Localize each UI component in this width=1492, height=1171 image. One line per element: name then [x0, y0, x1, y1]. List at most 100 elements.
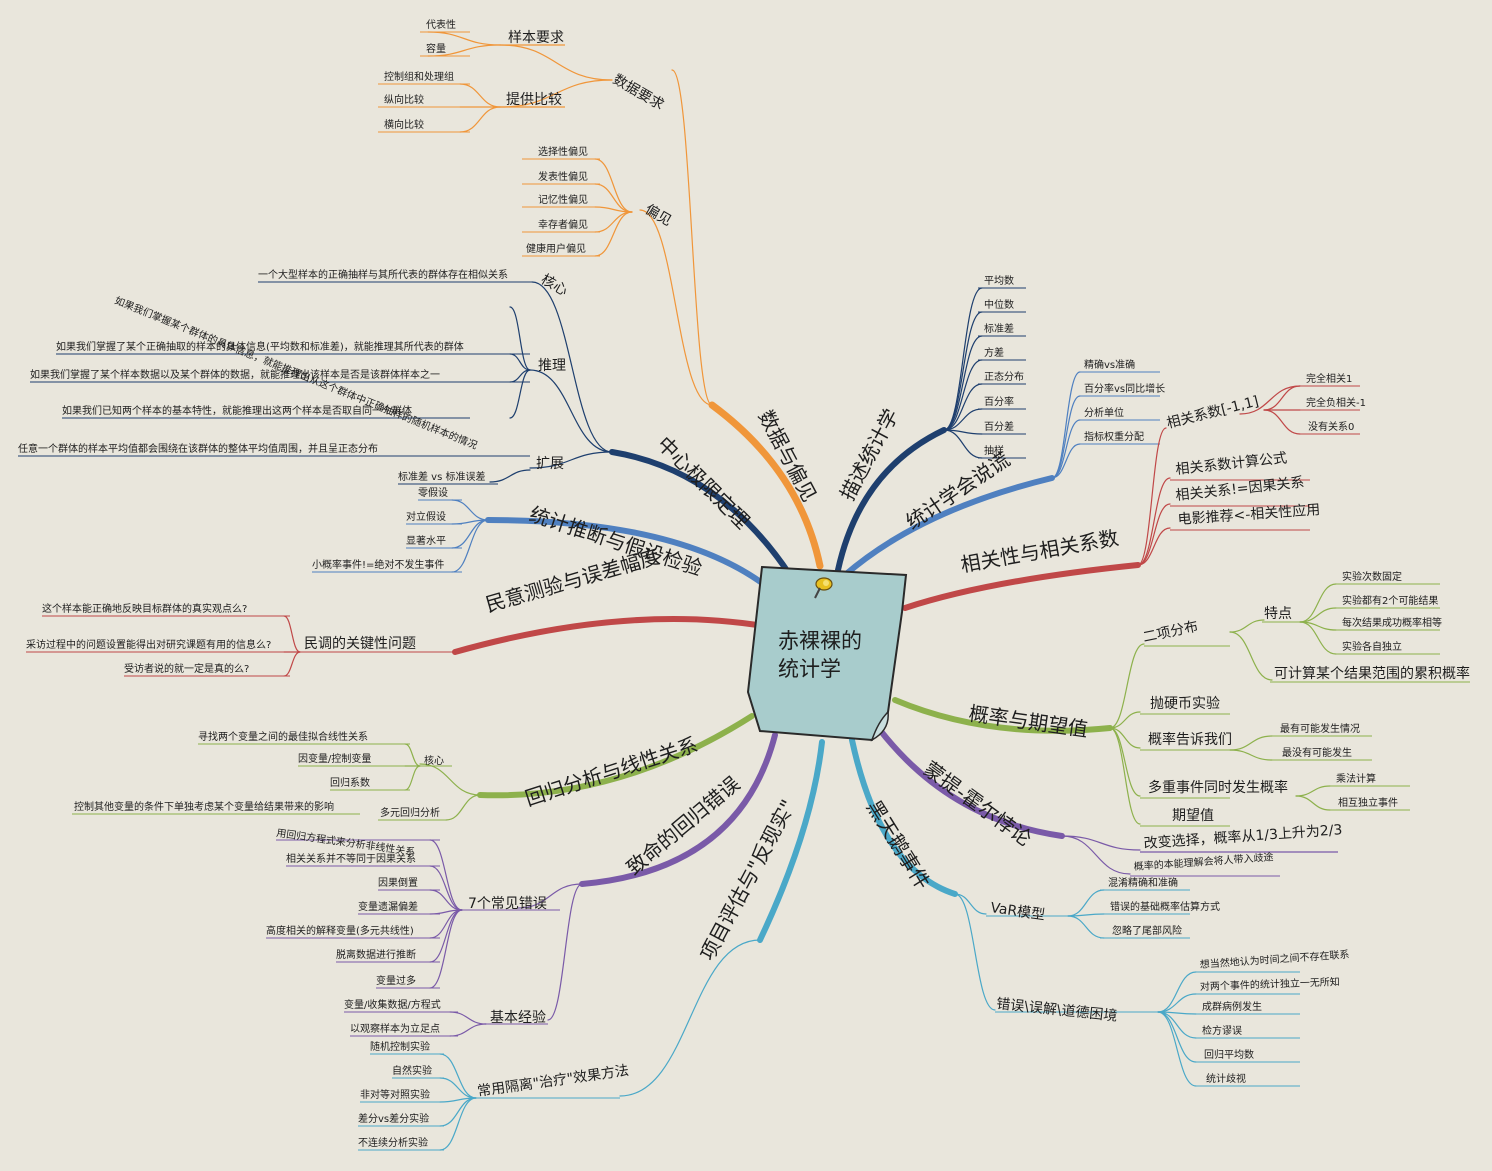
leaf-isolation-method: 非对等对照实验: [360, 1088, 430, 1101]
node-probability-topic[interactable]: 抛硬币实验: [1150, 696, 1220, 712]
leaf-clt-inference: 如果我们已知两个样本的基本特性，就能推理出这两个样本是否取自同一个群体: [62, 404, 412, 417]
node-sample-requirements[interactable]: 样本要求: [508, 30, 564, 46]
connector-line: [283, 615, 301, 653]
connector-line: [429, 839, 463, 911]
connector-line: [489, 469, 531, 483]
node-probability-topic[interactable]: 多重事件同时发生概率: [1148, 779, 1288, 796]
leaf-prob-tells: 最没有可能发生: [1282, 746, 1352, 759]
connector-line: [419, 763, 481, 796]
connector-line: [499, 79, 613, 108]
leaf-corr-coef: 完全负相关-1: [1306, 396, 1366, 409]
node-binomial-features[interactable]: 特点: [1264, 606, 1292, 622]
leaf-regression-core: 寻找两个变量之间的最佳拟合线性关系: [198, 730, 368, 743]
leaf-lie-item: 百分率vs同比增长: [1084, 382, 1165, 395]
leaf-regression-error: 脱离数据进行推断: [336, 948, 416, 961]
node-seven-errors[interactable]: 7个常见错误: [468, 896, 547, 912]
leaf-multiple-events: 乘法计算: [1336, 772, 1376, 785]
node-polling-key-questions[interactable]: 民调的关键性问题: [304, 636, 416, 652]
leaf-regression-core: 回归系数: [330, 776, 370, 789]
node-cumulative-prob[interactable]: 可计算某个结果范围的累积概率: [1274, 665, 1470, 682]
connector-line: [531, 281, 613, 453]
node-regression-core[interactable]: 核心: [424, 754, 444, 767]
leaf-descriptive-item: 标准差: [984, 322, 1014, 335]
leaf-descriptive-item: 抽样: [984, 444, 1004, 457]
node-probability-topic[interactable]: 期望值: [1172, 808, 1214, 824]
leaf-var-item: 忽略了尾部风险: [1112, 924, 1182, 937]
leaf-error-item: 统计歧视: [1206, 1072, 1246, 1085]
connector-line: [1299, 621, 1337, 655]
connector-line: [283, 651, 301, 677]
leaf-clt-extension: 任意一个群体的样本平均值都会围绕在该群体的整体平均值周围，并且呈正态分布: [18, 442, 378, 455]
connector-line: [429, 865, 463, 911]
leaf-var-item: 混淆精确和准确: [1108, 876, 1178, 889]
connector-line: [517, 883, 583, 909]
leaf-comparison-item: 横向比较: [384, 118, 424, 131]
main-branch-line: [579, 732, 778, 887]
connector-line: [1239, 385, 1301, 415]
node-var-model[interactable]: VaR模型: [989, 900, 1045, 923]
connector-line: [1299, 583, 1337, 623]
leaf-descriptive-item: 平均数: [984, 274, 1014, 287]
node-probability-topic[interactable]: 概率告诉我们: [1148, 731, 1232, 748]
pushpin-icon: [814, 577, 833, 599]
connector-line: [943, 335, 983, 431]
leaf-lie-item: 分析单位: [1084, 406, 1124, 419]
connector-line: [1051, 395, 1081, 479]
connector-line: [509, 369, 531, 419]
connector-line: [1109, 727, 1141, 825]
node-basic-experience[interactable]: 基本经验: [490, 1009, 546, 1026]
leaf-comparison-item: 控制组和处理组: [384, 70, 454, 83]
leaf-bias-item: 选择性偏见: [538, 145, 588, 158]
connector-line: [1157, 971, 1197, 1013]
main-branch-line: [892, 697, 1113, 734]
connector-line: [594, 158, 633, 213]
connector-line: [529, 451, 613, 469]
leaf-hypothesis-item: 显著水平: [406, 534, 446, 547]
connector-line: [594, 211, 633, 257]
leaf-multiple-regression: 控制其他变量的条件下单独考虑某个变量给结果带来的影响: [74, 800, 334, 813]
connector-line: [404, 743, 421, 767]
main-branch-line: [902, 562, 1141, 611]
leaf-binomial-feature: 每次结果成功概率相等: [1342, 616, 1442, 629]
leaf-hypothesis-item: 零假设: [418, 486, 448, 499]
leaf-descriptive-item: 百分差: [984, 420, 1014, 433]
connector-line: [439, 1077, 477, 1099]
connector-line: [943, 311, 983, 431]
leaf-bias-item: 幸存者偏见: [538, 218, 588, 231]
node-clt-inference[interactable]: 推理: [538, 358, 566, 374]
main-branch-line: [757, 739, 825, 943]
leaf-var-item: 错误的基础概率估算方式: [1110, 900, 1220, 913]
connector-line: [429, 909, 463, 989]
connector-line: [1067, 889, 1105, 917]
leaf-clt-extension: 标准差 vs 标准误差: [398, 470, 486, 483]
connector-line: [1263, 385, 1301, 411]
leaf-descriptive-item: 中位数: [984, 298, 1014, 311]
leaf-sample-item: 容量: [426, 42, 446, 55]
connector-line: [499, 44, 613, 81]
node-comparison[interactable]: 提供比较: [506, 92, 562, 108]
leaf-regression-error: 高度相关的解释变量(多元共线性): [266, 924, 414, 937]
leaf-binomial-feature: 实验次数固定: [1342, 570, 1402, 583]
leaf-sample-item: 代表性: [426, 18, 456, 31]
connector-line: [1067, 915, 1105, 939]
leaf-clt-inference: 如果我们掌握了某个样本数据以及某个群体的数据，就能推理出该样本是否是该群体样本之…: [30, 368, 440, 381]
leaf-error-item: 检方谬误: [1202, 1024, 1242, 1037]
connector-line: [1109, 711, 1141, 729]
connector-line: [547, 883, 583, 1021]
main-branch-line: [452, 616, 788, 655]
connector-line: [943, 383, 983, 431]
leaf-descriptive-item: 正态分布: [984, 370, 1024, 383]
leaf-binomial-feature: 实验各自独立: [1342, 640, 1402, 653]
leaf-polling-question: 采访过程中的问题设置能得出对研究课题有用的信息么?: [26, 638, 271, 651]
leaf-clt-core: 一个大型样本的正确抽样与其所代表的群体存在相似关系: [258, 268, 508, 281]
connector-line: [639, 209, 713, 406]
central-topic-note[interactable]: 赤裸裸的 统计学: [746, 565, 908, 742]
leaf-bias-item: 发表性偏见: [538, 170, 588, 183]
main-branch-line: [849, 737, 958, 897]
central-topic-title-line2: 统计学: [778, 657, 841, 681]
node-clt-extension[interactable]: 扩展: [536, 456, 564, 472]
main-branch-line: [842, 475, 1055, 578]
leaf-bias-item: 记忆性偏见: [538, 193, 588, 206]
node-multiple-regression[interactable]: 多元回归分析: [380, 806, 440, 819]
